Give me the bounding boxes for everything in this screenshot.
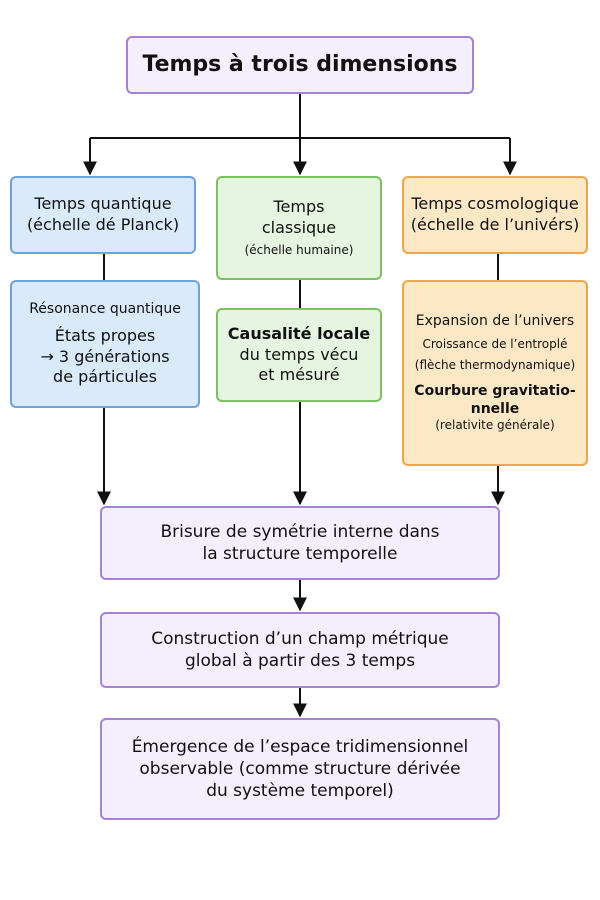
quantum-header-line-1: Temps quantique: [34, 194, 172, 214]
classic-detail-line-3: et mésuré: [258, 365, 340, 385]
metric-field-box: Construction d’un champ métrique global …: [100, 612, 500, 688]
quantum-detail-line-3: → 3 générations: [40, 346, 170, 366]
cosmo-detail-line-3: (flèche thermodynamique): [414, 358, 576, 373]
diagram-title: Temps à trois dimensions: [142, 51, 458, 77]
cosmo-detail-line-5: nnelle: [470, 400, 520, 417]
quantum-detail-line-1: Résonance quantique: [29, 300, 181, 317]
classic-header-line-2: classique: [261, 218, 337, 238]
cosmo-detail-line-4: Courbure gravitatio-: [414, 382, 576, 399]
quantum-time-detail-box: Résonance quantique États propes → 3 gén…: [10, 280, 200, 408]
step2-line-1: Construction d’un champ métrique: [151, 628, 449, 649]
quantum-detail-line-2: États propes: [54, 325, 156, 345]
step3-line-1: Émergence de l’espace tridimensionnel: [131, 736, 469, 757]
quantum-detail-line-4: de párticules: [53, 367, 157, 387]
cosmo-header-line-1: Temps cosmologique: [411, 194, 579, 214]
step1-line-2: la structure temporelle: [202, 544, 398, 564]
classic-header-line-1: Temps: [273, 197, 325, 217]
cosmo-time-header-box: Temps cosmologique (échelle de l’univérs…: [402, 176, 588, 254]
classic-detail-line-1: Causalité locale: [227, 323, 371, 343]
classic-detail-line-2: du temps vécu: [239, 344, 359, 364]
step1-line-1: Brisure de symétrie interne dans: [160, 521, 440, 542]
step3-line-2: observable (comme structure dérivée: [139, 758, 461, 779]
symmetry-breaking-box: Brisure de symétrie interne dans la stru…: [100, 506, 500, 580]
cosmo-detail-line-2: Croissance de l’entroplé: [422, 336, 568, 351]
quantum-header-line-2: (échelle dé Planck): [26, 215, 180, 234]
quantum-time-header-box: Temps quantique (échelle dé Planck): [10, 176, 196, 254]
cosmo-header-line-2: (échelle de l’univérs): [410, 215, 580, 234]
cosmo-time-detail-box: Expansion de l’univers Croissance de l’e…: [402, 280, 588, 466]
step3-line-3: du système temporel): [206, 781, 394, 802]
step2-line-2: global à partir des 3 temps: [184, 651, 416, 671]
classic-header-line-3: (échelle humaine): [244, 243, 354, 257]
cosmo-detail-line-1: Expansion de l’univers: [415, 313, 575, 330]
classic-time-header-box: Temps classique (échelle humaine): [216, 176, 382, 280]
space-emergence-box: Émergence de l’espace tridimensionnel ob…: [100, 718, 500, 820]
cosmo-detail-line-6: (relativite générale): [435, 418, 555, 433]
classic-time-detail-box: Causalité locale du temps vécu et mésuré: [216, 308, 382, 402]
title-box: Temps à trois dimensions: [126, 36, 474, 94]
